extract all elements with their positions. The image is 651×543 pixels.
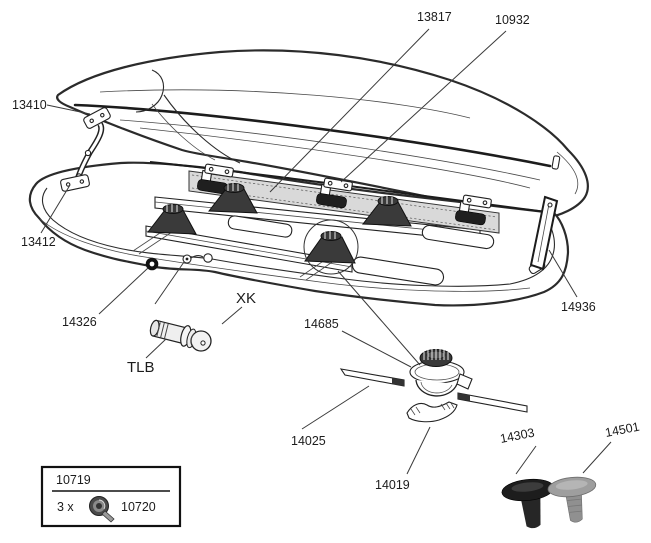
- strap-right-tip: [458, 393, 470, 401]
- label-14326: 14326: [62, 315, 97, 329]
- label-14685: 14685: [304, 317, 339, 331]
- label-14025: 14025: [291, 434, 326, 448]
- kit-item-number: 10720: [121, 500, 156, 514]
- lid-slot: [551, 155, 561, 170]
- floor-recess: [421, 224, 495, 250]
- label-10932: 10932: [495, 13, 530, 27]
- label-13817: 13817: [417, 10, 452, 24]
- floor-recess: [227, 215, 293, 238]
- straps: [339, 368, 528, 413]
- label-tlb: TLB: [127, 359, 155, 376]
- label-14303: 14303: [499, 426, 536, 446]
- label-xk: XK: [236, 290, 256, 307]
- fastener-gray: [547, 476, 597, 523]
- kit-box: 10719 3 x 10720: [40, 465, 182, 528]
- coil-strap: [89, 496, 115, 523]
- hinge-assembly: [60, 107, 111, 192]
- kit-quantity: 3 x: [57, 500, 74, 514]
- pyramid-mounts: [147, 183, 412, 275]
- leader-lines: [40, 28, 612, 475]
- label-14936: 14936: [561, 300, 596, 314]
- key: [190, 330, 212, 352]
- mount-bracket: [197, 163, 234, 195]
- kit-part-number: 10719: [56, 473, 91, 487]
- label-14501: 14501: [604, 420, 641, 440]
- pyramid-mount: [362, 196, 412, 227]
- strap-left-tip: [392, 378, 404, 386]
- label-13412: 13412: [21, 235, 56, 249]
- pyramid-mount: [147, 204, 197, 235]
- lock-cylinder: [149, 319, 197, 349]
- mount-bracket: [455, 194, 492, 226]
- cargo-box-lid: [56, 49, 589, 221]
- mount-bracket: [316, 177, 353, 209]
- fastener-black: [501, 478, 554, 529]
- pyramid-mount-detail: [304, 231, 356, 264]
- label-13410: 13410: [12, 98, 47, 112]
- label-14019: 14019: [375, 478, 410, 492]
- detail-circle: [303, 219, 359, 275]
- tensioner-knob: [409, 349, 473, 397]
- pyramid-mount: [208, 183, 258, 214]
- lid-stay-strut: [529, 195, 559, 271]
- lock-rivet: [182, 253, 213, 264]
- mount-bracket-plate: [406, 401, 458, 423]
- mount-brackets: [197, 163, 492, 226]
- grommet-ring: [145, 257, 159, 271]
